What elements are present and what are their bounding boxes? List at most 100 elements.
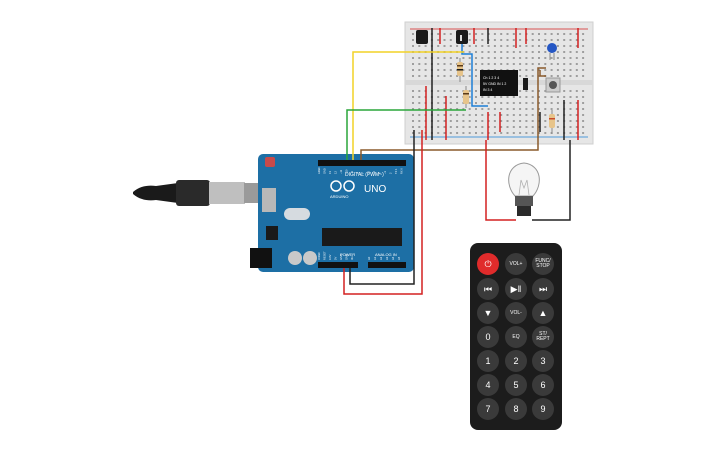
light-bulb[interactable] [508,162,540,216]
breadboard-hole [437,75,440,77]
breadboard-hole [424,69,427,71]
breadboard-hole [519,102,522,104]
capacitor-blue[interactable] [547,43,557,60]
breadboard-hole [418,57,421,59]
remote-up-button[interactable]: ▲ [532,302,554,324]
breadboard-hole [544,102,547,104]
remote-5-button[interactable]: 5 [505,374,527,396]
remote-9-button[interactable]: 9 [532,398,554,420]
breadboard-hole [550,96,553,98]
breadboard-hole [443,120,446,122]
remote-down-button[interactable]: ▼ [477,302,499,324]
breadboard-hole [449,126,452,128]
breadboard-hole [531,90,534,92]
relay-module[interactable]: Ch 1 2 3 4 5V GND IN 1 2 IN 3 4 [480,70,518,96]
resistor-3[interactable] [549,110,555,134]
power-header [318,262,358,268]
breadboard-hole [475,108,477,110]
breadboard-hole [475,39,477,41]
breadboard-hole [575,90,578,92]
power-pin-label: 3.3V [328,254,332,260]
digital-pin-label: ~11 [339,169,343,174]
breadboard-hole [412,126,414,128]
resistor-1[interactable] [457,58,463,82]
arduino-brand-label: ARDUINO [330,194,348,199]
breadboard-hole [449,114,452,116]
breadboard-hole [437,33,440,35]
remote-6-button[interactable]: 6 [532,374,554,396]
breadboard-hole [512,114,515,116]
breadboard-hole [418,108,421,110]
remote-1-button[interactable]: 1 [477,350,499,372]
remote-st-rept-button[interactable]: ST/ REPT [532,326,554,348]
remote-0-button[interactable]: 0 [477,326,499,348]
remote-vol-up-button[interactable]: VOL+ [505,253,527,275]
breadboard-hole [519,51,522,53]
remote-3-button[interactable]: 3 [532,350,554,372]
digital-pin-label: ~5 [372,170,376,174]
breadboard-hole [481,63,484,65]
breadboard-hole [582,75,585,77]
breadboard-hole [525,90,528,92]
remote-prev-button[interactable]: ⏮ [477,278,499,300]
breadboard-hole [538,96,540,98]
breadboard-hole [449,120,452,122]
resistor-2[interactable] [463,86,469,108]
breadboard-hole [487,102,490,104]
breadboard-hole [550,69,553,71]
breadboard-hole [519,33,522,35]
breadboard-hole [531,102,534,104]
breadboard-hole [493,57,496,59]
ir-receiver-1[interactable] [416,30,428,44]
remote-next-button[interactable]: ⏭ [532,278,554,300]
remote-4-button[interactable]: 4 [477,374,499,396]
breadboard-hole [512,57,515,59]
breadboard-hole [519,45,522,47]
remote-eq-button[interactable]: EQ [505,326,527,348]
remote-7-button[interactable]: 7 [477,398,499,420]
breadboard-hole [569,120,572,122]
breadboard-hole [468,126,471,128]
usb-cable[interactable] [133,180,262,206]
breadboard-hole [418,45,421,47]
digital-pin-label: AREF [317,167,321,174]
breadboard-hole [418,90,421,92]
push-button[interactable] [545,77,561,93]
breadboard-hole [481,126,484,128]
remote-func-stop-button[interactable]: FUNC/ STOP [532,253,554,275]
breadboard-hole [481,108,484,110]
breadboard-hole [412,108,414,110]
breadboard-hole [575,108,578,110]
diode[interactable] [523,78,528,90]
breadboard-hole [531,132,534,134]
breadboard-hole [468,96,471,98]
breadboard-hole [519,120,522,122]
arduino-model-label: UNO [364,184,386,195]
remote-2-button[interactable]: 2 [505,350,527,372]
remote-vol-down-button[interactable]: VOL- [505,302,527,324]
breadboard-hole [569,69,572,71]
breadboard-hole [575,114,578,116]
breadboard-hole [475,90,477,92]
breadboard-hole [449,69,452,71]
remote-8-button[interactable]: 8 [505,398,527,420]
breadboard-hole [437,108,440,110]
breadboard-hole [582,96,585,98]
breadboard-hole [544,120,547,122]
breadboard-hole [500,33,503,35]
arduino-uno-board[interactable]: DIGITAL (PWM~) ARDUINO UNO POWER ANALOG … [250,154,414,272]
ir-receiver-2[interactable] [456,30,468,44]
wires [343,51,571,295]
breadboard-hole [550,39,553,41]
remote-play-pause-button[interactable]: ▶‖ [505,278,527,300]
breadboard-hole [456,114,459,116]
breadboard-hole [443,69,446,71]
breadboard-hole [525,45,528,47]
breadboard-hole [449,132,452,134]
remote-power-button[interactable]: ⏻ [477,253,499,275]
breadboard-hole [538,126,540,128]
breadboard-hole [456,75,459,77]
